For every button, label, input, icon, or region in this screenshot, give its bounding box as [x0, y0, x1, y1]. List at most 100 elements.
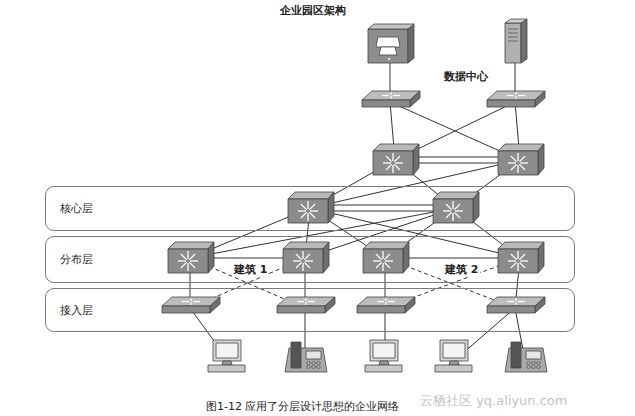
device-face	[208, 365, 245, 372]
switch-arrow	[382, 263, 383, 271]
access-switch	[162, 297, 220, 313]
device-face	[370, 340, 398, 361]
switch-arrow	[301, 204, 307, 210]
device-face	[537, 362, 540, 364]
device-face	[357, 306, 405, 313]
device-face	[312, 362, 315, 364]
device-face	[526, 351, 541, 359]
device-face	[433, 192, 479, 199]
device-face	[168, 249, 208, 273]
switch-arrow	[296, 262, 302, 268]
switch-arrow	[443, 210, 451, 211]
device-face	[487, 100, 535, 107]
device-face	[527, 366, 530, 368]
switch-arrow	[519, 254, 525, 260]
switch-arrow	[382, 95, 389, 96]
device-face	[283, 242, 329, 249]
building-label: 建筑 2	[443, 262, 480, 277]
server-slot	[508, 29, 518, 30]
switch-arrow	[519, 156, 525, 162]
device-face	[288, 199, 328, 223]
device-face	[317, 366, 320, 368]
server-icon	[505, 19, 527, 63]
device-face	[368, 24, 414, 29]
switch-arrow	[446, 204, 452, 210]
device-face	[376, 37, 400, 47]
switch-arrow	[517, 165, 518, 173]
device-face	[498, 242, 544, 249]
device-face	[521, 19, 527, 63]
server-slot	[508, 33, 518, 34]
multilayer-switch	[288, 192, 334, 223]
pc-icon	[435, 340, 472, 372]
switch-arrow	[452, 213, 453, 221]
switch-arrow	[181, 254, 187, 260]
watermark: 云栖社区 yq.aliyun.com	[420, 392, 567, 410]
device-face	[433, 199, 473, 223]
device-face	[498, 151, 538, 175]
switch-arrow	[190, 298, 191, 300]
multilayer-switch	[498, 242, 544, 273]
device-face	[498, 249, 538, 273]
device-face	[538, 144, 544, 175]
device-face	[210, 297, 220, 313]
device-face	[505, 23, 521, 63]
switch-arrow	[517, 251, 518, 259]
switch-arrow	[520, 162, 528, 163]
server-slot	[508, 37, 518, 38]
switch-arrow	[386, 164, 392, 170]
building-label: 建筑 1	[232, 262, 269, 277]
access-switch	[487, 297, 545, 313]
switch-arrow	[301, 212, 307, 218]
switch-arrow	[384, 262, 390, 268]
switch-arrow	[187, 263, 188, 271]
switch-arrow	[386, 156, 392, 162]
switch-arrow	[517, 153, 518, 161]
device-face	[538, 242, 544, 273]
figure-caption: 图1-12 应用了分层设计思想的企业网络	[206, 399, 399, 414]
switch-arrow	[454, 204, 460, 210]
switch-arrow	[385, 298, 386, 300]
pbx-icon	[368, 24, 414, 63]
device-face	[498, 144, 544, 151]
switch-arrow	[517, 263, 518, 271]
device-face	[410, 91, 420, 107]
switch-arrow	[515, 96, 516, 98]
device-face	[535, 91, 545, 107]
device-face	[213, 340, 241, 361]
layer-band: 分布层	[45, 236, 575, 283]
device-face	[379, 47, 397, 55]
switch-arrow	[302, 251, 303, 259]
switch-arrow	[511, 262, 517, 268]
device-face	[535, 297, 545, 313]
network-links	[190, 45, 525, 360]
device-face	[312, 366, 315, 368]
ip-phone-icon	[285, 342, 327, 372]
switch-arrow	[388, 301, 395, 302]
layer-band: 接入层	[45, 288, 575, 332]
device-face	[325, 297, 335, 313]
switch-arrow	[508, 162, 516, 163]
device-face	[307, 366, 310, 368]
device-face	[363, 242, 409, 249]
switch-arrow	[310, 210, 318, 211]
device-face	[373, 151, 413, 175]
switch-arrow	[307, 213, 308, 221]
switch-arrow	[187, 251, 188, 259]
device-face	[288, 192, 334, 199]
switch-arrow	[376, 262, 382, 268]
layer-name: 分布层	[60, 252, 93, 267]
device-face	[373, 144, 419, 151]
device-face	[362, 100, 410, 107]
switch-arrow	[518, 95, 525, 96]
switch-arrow	[193, 301, 200, 302]
device-face	[527, 362, 530, 364]
device-face	[532, 366, 535, 368]
multilayer-switch	[498, 144, 544, 175]
switch-arrow	[511, 164, 517, 170]
switch-arrow	[376, 254, 382, 260]
device-face	[449, 361, 459, 365]
layer-name: 核心层	[60, 201, 93, 216]
device-face	[363, 249, 403, 273]
